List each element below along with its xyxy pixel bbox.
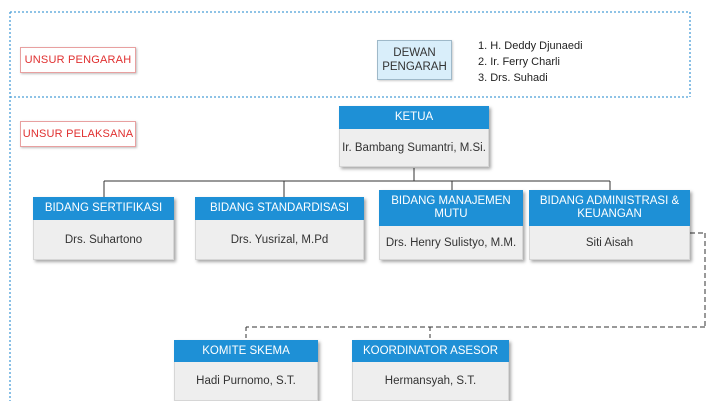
ketua-box: KETUA Ir. Bambang Sumantri, M.Si. — [339, 106, 489, 167]
dewan-member: 3. Drs. Suhadi — [478, 72, 548, 84]
unsur-pengarah-label: UNSUR PENGARAH — [20, 47, 136, 73]
bidang-name: Drs. Henry Sulistyo, M.M. — [379, 226, 523, 260]
bidang-sertifikasi-box: BIDANG SERTIFIKASI Drs. Suhartono — [33, 197, 174, 260]
lower-title: KOORDINATOR ASESOR — [352, 340, 509, 362]
lower-name: Hermansyah, S.T. — [352, 362, 509, 401]
dewan-line-2: PENGARAH — [382, 61, 447, 73]
bidang-title: BIDANG ADMINISTRASI & KEUANGAN — [529, 190, 690, 226]
lower-title: KOMITE SKEMA — [174, 340, 318, 362]
bidang-title: BIDANG STANDARDISASI — [195, 197, 364, 220]
dewan-member: 2. Ir. Ferry Charli — [478, 56, 560, 68]
bidang-title: BIDANG MANAJEMEN MUTU — [379, 190, 523, 226]
ketua-name: Ir. Bambang Sumantri, M.Si. — [339, 129, 489, 167]
lower-name: Hadi Purnomo, S.T. — [174, 362, 318, 401]
bidang-manajemen-mutu-box: BIDANG MANAJEMEN MUTU Drs. Henry Sulisty… — [379, 190, 523, 260]
dewan-member: 1. H. Deddy Djunaedi — [478, 40, 583, 52]
unsur-pelaksana-label: UNSUR PELAKSANA — [20, 121, 136, 147]
bidang-name: Siti Aisah — [529, 226, 690, 260]
dewan-line-1: DEWAN — [393, 47, 436, 59]
dewan-members-list: 1. H. Deddy Djunaedi 2. Ir. Ferry Charli… — [478, 38, 583, 86]
bidang-administrasi-keuangan-box: BIDANG ADMINISTRASI & KEUANGAN Siti Aisa… — [529, 190, 690, 260]
komite-skema-box: KOMITE SKEMA Hadi Purnomo, S.T. — [174, 340, 318, 401]
bidang-name: Drs. Yusrizal, M.Pd — [195, 220, 364, 260]
dewan-pengarah-box: DEWAN PENGARAH — [377, 40, 452, 80]
koordinator-asesor-box: KOORDINATOR ASESOR Hermansyah, S.T. — [352, 340, 509, 401]
bidang-name: Drs. Suhartono — [33, 220, 174, 260]
bidang-title: BIDANG SERTIFIKASI — [33, 197, 174, 220]
bidang-standardisasi-box: BIDANG STANDARDISASI Drs. Yusrizal, M.Pd — [195, 197, 364, 260]
ketua-title: KETUA — [339, 106, 489, 129]
